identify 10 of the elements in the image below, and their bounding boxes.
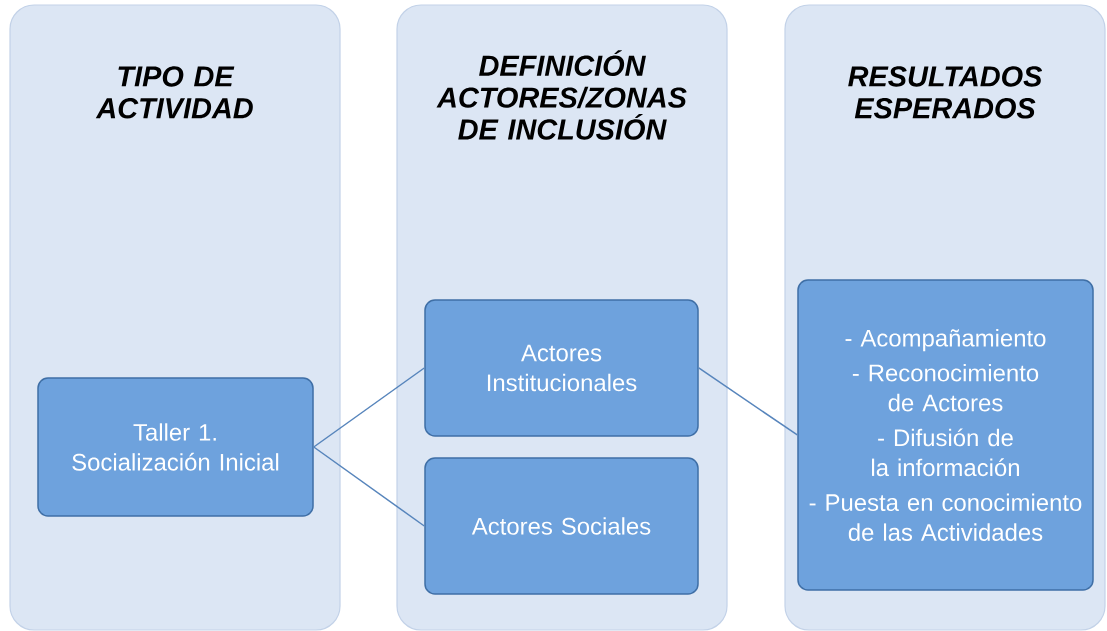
process-box: Taller 1. Socialización Inicial [37,377,314,517]
column-heading: RESULTADOS ESPERADOS [848,66,1043,119]
column-heading: TIPO DE ACTIVIDAD [95,66,253,119]
connector-line [698,367,798,436]
connector-line [313,367,425,448]
connector-line [313,446,425,527]
process-box: Actores Institucionales [424,299,699,437]
result-box: - Acompañamiento - Reconocimiento de Actores - Difusión de la información - Puesta en conocimiento de las Actividades [797,279,1094,591]
column-heading: DEFINICIÓN ACTORES/ZONAS DE INCLUSIÓN [436,50,687,140]
process-box: Actores Sociales [424,457,699,595]
